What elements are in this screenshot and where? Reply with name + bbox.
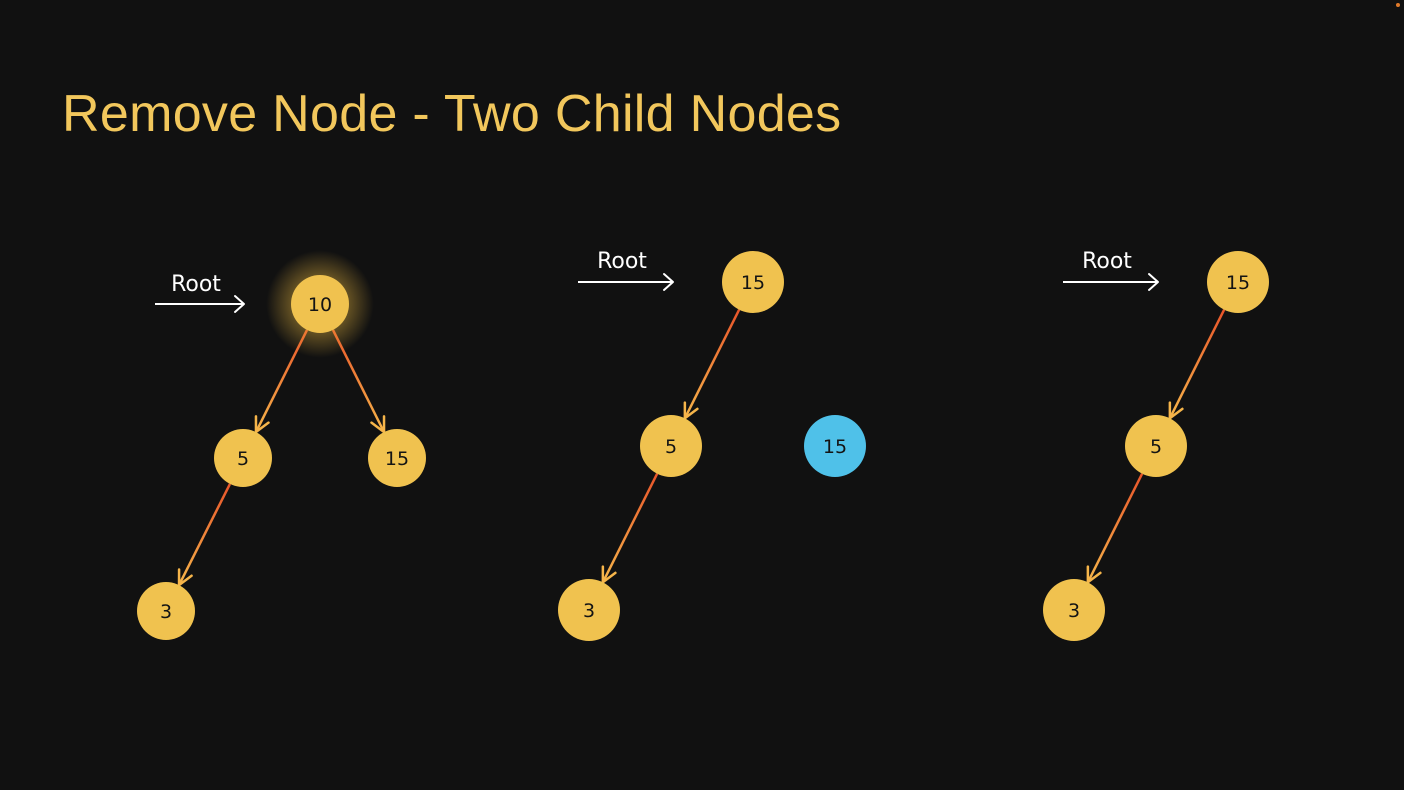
root-label: Root xyxy=(1082,249,1132,274)
corner-indicator-dot xyxy=(1396,3,1400,7)
tree-node-15: 15 xyxy=(1207,251,1269,313)
tree-node-15: 15 xyxy=(804,415,866,477)
tree-edge-n5-n3 xyxy=(601,473,659,584)
slide-title: Remove Node - Two Child Nodes xyxy=(62,85,842,143)
node-circle xyxy=(640,415,702,477)
tree-edge-n5-n3 xyxy=(1086,473,1144,584)
node-label: 15 xyxy=(823,436,847,458)
tree-node-10: 10 xyxy=(266,250,374,358)
tree-node-3: 3 xyxy=(137,582,195,640)
node-circle xyxy=(137,582,195,640)
root-label: Root xyxy=(597,249,647,274)
root-pointer-arrow xyxy=(578,273,674,291)
node-label: 3 xyxy=(160,601,172,623)
node-label: 15 xyxy=(385,448,409,470)
tree-node-5: 5 xyxy=(214,429,272,487)
node-circle xyxy=(558,579,620,641)
node-label: 3 xyxy=(1068,600,1080,622)
tree-edge-n15-n5 xyxy=(683,309,741,420)
root-label: Root xyxy=(171,272,221,297)
node-label: 3 xyxy=(583,600,595,622)
tree-panel-after: Root 15 5 3 xyxy=(1043,249,1269,641)
node-circle xyxy=(368,429,426,487)
node-label: 5 xyxy=(1150,436,1162,458)
root-pointer-arrow xyxy=(155,295,245,313)
tree-edge-n15-n5 xyxy=(1168,309,1226,420)
node-circle xyxy=(1207,251,1269,313)
node-label: 10 xyxy=(308,294,332,316)
tree-node-5: 5 xyxy=(1125,415,1187,477)
node-label: 15 xyxy=(1226,272,1250,294)
tree-panel-replace: Root 15 5 15 3 xyxy=(558,249,866,641)
node-circle xyxy=(291,275,349,333)
node-circle xyxy=(722,251,784,313)
node-circle xyxy=(804,415,866,477)
tree-node-3: 3 xyxy=(558,579,620,641)
node-circle xyxy=(1125,415,1187,477)
node-label: 5 xyxy=(665,436,677,458)
node-circle xyxy=(214,429,272,487)
tree-node-15: 15 xyxy=(722,251,784,313)
tree-edge-n5-n3 xyxy=(177,483,232,587)
node-circle xyxy=(1043,579,1105,641)
tree-node-3: 3 xyxy=(1043,579,1105,641)
tree-node-15: 15 xyxy=(368,429,426,487)
root-pointer-arrow xyxy=(1063,273,1159,291)
node-label: 5 xyxy=(237,448,249,470)
tree-panel-before: Root 10 5 15 3 xyxy=(137,250,426,640)
tree-node-5: 5 xyxy=(640,415,702,477)
node-label: 15 xyxy=(741,272,765,294)
